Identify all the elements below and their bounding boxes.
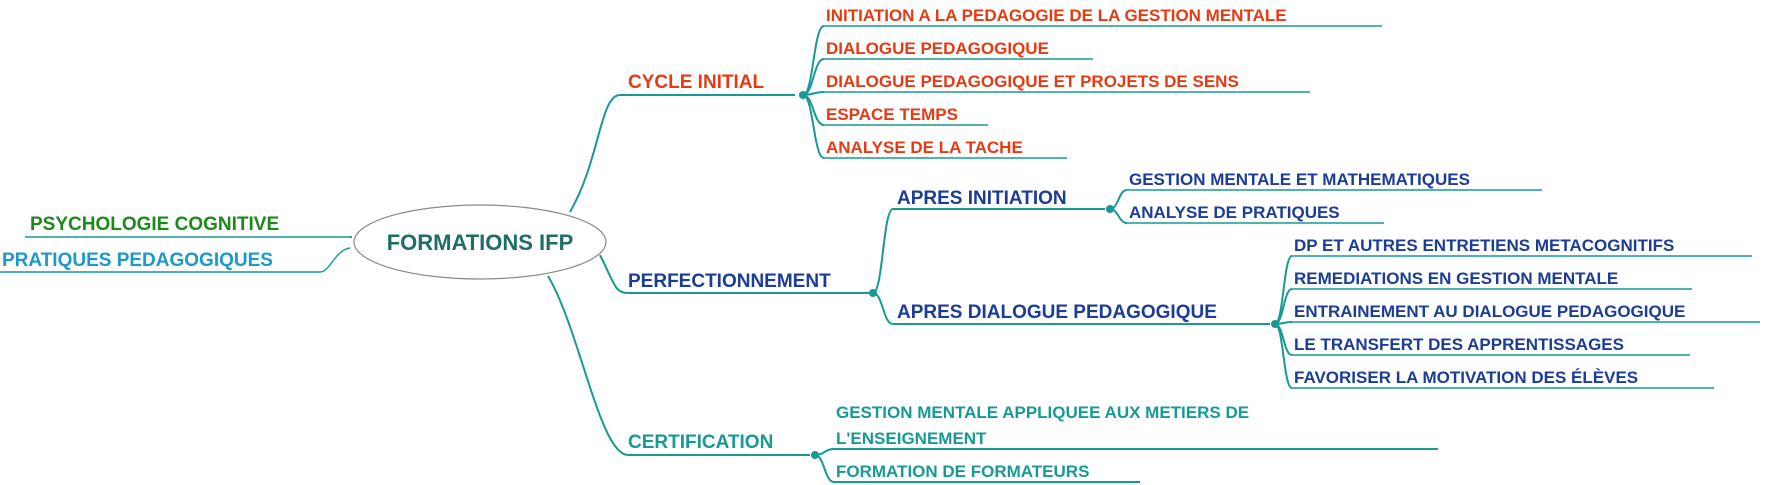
- junction-dot: [1106, 205, 1114, 213]
- branch-cycle-initial[interactable]: CYCLE INITIAL: [628, 72, 765, 93]
- subbranch-label: APRES INITIATION: [897, 188, 1067, 209]
- connector-cycle-initial: [569, 94, 795, 213]
- root-ellipse: [353, 204, 607, 280]
- junction-dot: [811, 451, 819, 459]
- leaf-label: ANALYSE DE PRATIQUES: [1129, 203, 1340, 222]
- leaf-label: FAVORISER LA MOTIVATION DES ÉLÈVES: [1294, 368, 1638, 387]
- connector-apres-initiation: [872, 208, 1105, 294]
- leaf-label: DIALOGUE PEDAGOGIQUE: [826, 39, 1049, 58]
- connector-perfectionnement: [599, 254, 873, 294]
- branch-certification[interactable]: CERTIFICATION: [628, 432, 773, 453]
- left-node-pratiques-pedagogiques[interactable]: PRATIQUES PEDAGOGIQUES: [2, 250, 273, 271]
- junction-dot: [1271, 320, 1279, 328]
- leaf-label: GESTION MENTALE APPLIQUEE AUX METIERS DE…: [836, 403, 1254, 448]
- leaf-gestion-mentale-metiers[interactable]: GESTION MENTALE APPLIQUEE AUX METIERS DE…: [836, 403, 1254, 448]
- left-node-label: PSYCHOLOGIE COGNITIVE: [30, 214, 279, 235]
- leaf-label: DP ET AUTRES ENTRETIENS METACOGNITIFS: [1294, 236, 1674, 255]
- leaf-label: INITIATION A LA PEDAGOGIE DE LA GESTION …: [826, 6, 1287, 25]
- leaf-analyse-de-la-tache[interactable]: ANALYSE DE LA TACHE: [826, 138, 1023, 157]
- leaf-gestion-mentale-mathematiques[interactable]: GESTION MENTALE ET MATHEMATIQUES: [1129, 170, 1470, 189]
- left-node-psychologie-cognitive[interactable]: PSYCHOLOGIE COGNITIVE: [30, 214, 279, 235]
- leaf-label: ENTRAINEMENT AU DIALOGUE PEDAGOGIQUE: [1294, 302, 1685, 321]
- leaf-label: GESTION MENTALE ET MATHEMATIQUES: [1129, 170, 1470, 189]
- branch-label: CERTIFICATION: [628, 432, 773, 453]
- root-label: FORMATIONS IFP: [387, 230, 574, 255]
- connector-apres-dialogue-child: [1274, 323, 1293, 389]
- leaf-label-line-1: GESTION MENTALE APPLIQUEE AUX METIERS DE: [836, 403, 1249, 422]
- leaf-analyse-de-pratiques[interactable]: ANALYSE DE PRATIQUES: [1129, 203, 1340, 222]
- leaf-dialogue-pedagogique[interactable]: DIALOGUE PEDAGOGIQUE: [826, 39, 1049, 58]
- leaf-label: LE TRANSFERT DES APPRENTISSAGES: [1294, 335, 1624, 354]
- leaf-label: ANALYSE DE LA TACHE: [826, 138, 1023, 157]
- leaf-label-line-2: L'ENSEIGNEMENT: [836, 429, 987, 448]
- leaf-label: DIALOGUE PEDAGOGIQUE ET PROJETS DE SENS: [826, 72, 1239, 91]
- connector-certification: [547, 275, 810, 456]
- leaf-espace-temps[interactable]: ESPACE TEMPS: [826, 105, 958, 124]
- leaf-entrainement-dialogue[interactable]: ENTRAINEMENT AU DIALOGUE PEDAGOGIQUE: [1294, 302, 1685, 321]
- leaf-transfert-apprentissages[interactable]: LE TRANSFERT DES APPRENTISSAGES: [1294, 335, 1624, 354]
- leaf-formation-de-formateurs[interactable]: FORMATION DE FORMATEURS: [836, 462, 1089, 481]
- leaf-dp-entretiens-metacognitifs[interactable]: DP ET AUTRES ENTRETIENS METACOGNITIFS: [1294, 236, 1674, 255]
- branch-label: PERFECTIONNEMENT: [628, 271, 831, 292]
- connector-certification-child: [814, 448, 1438, 456]
- leaf-remediations-gestion-mentale[interactable]: REMEDIATIONS EN GESTION MENTALE: [1294, 269, 1618, 288]
- root-node[interactable]: FORMATIONS IFP: [353, 204, 607, 280]
- junction-dot: [869, 289, 877, 297]
- leaf-label: ESPACE TEMPS: [826, 105, 958, 124]
- leaf-label: FORMATION DE FORMATEURS: [836, 462, 1089, 481]
- leaf-initiation-gestion-mentale[interactable]: INITIATION A LA PEDAGOGIE DE LA GESTION …: [826, 6, 1287, 25]
- underline-pratiques: [0, 247, 351, 273]
- leaf-dialogue-projets-de-sens[interactable]: DIALOGUE PEDAGOGIQUE ET PROJETS DE SENS: [826, 72, 1239, 91]
- leaf-label: REMEDIATIONS EN GESTION MENTALE: [1294, 269, 1618, 288]
- leaf-motivation-eleves[interactable]: FAVORISER LA MOTIVATION DES ÉLÈVES: [1294, 368, 1638, 387]
- branch-label: CYCLE INITIAL: [628, 72, 765, 93]
- subbranch-label: APRES DIALOGUE PEDAGOGIQUE: [897, 302, 1217, 323]
- connector-cycle-child: [802, 94, 825, 126]
- connector-cycle-child: [802, 94, 825, 159]
- subbranch-apres-initiation[interactable]: APRES INITIATION: [897, 188, 1067, 209]
- junction-dot: [799, 91, 807, 99]
- left-node-label: PRATIQUES PEDAGOGIQUES: [2, 250, 273, 271]
- subbranch-apres-dialogue-pedagogique[interactable]: APRES DIALOGUE PEDAGOGIQUE: [897, 302, 1217, 323]
- branch-perfectionnement[interactable]: PERFECTIONNEMENT: [628, 271, 831, 292]
- connectors: [0, 25, 1760, 483]
